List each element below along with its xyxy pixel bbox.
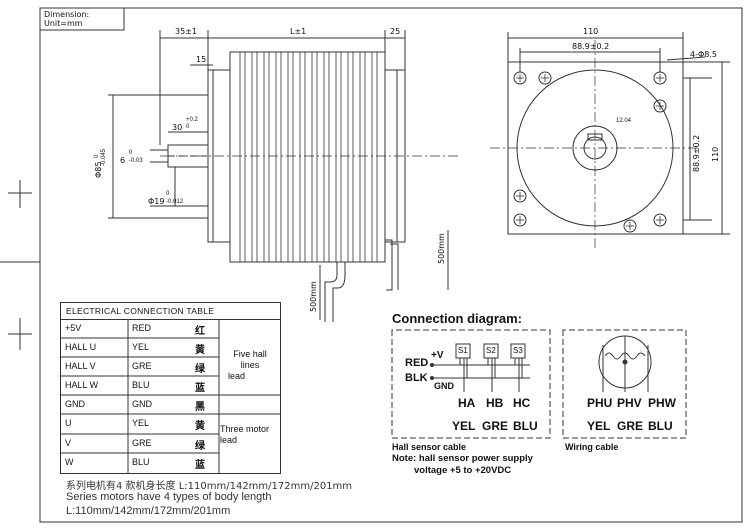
row-cn: 黄: [195, 421, 205, 432]
dim-35: 35±1: [175, 27, 197, 36]
dim-25: 25: [390, 27, 401, 36]
label-gre: GRE: [482, 419, 509, 433]
dim-30: 30: [172, 123, 183, 132]
row-color: RED: [132, 323, 152, 333]
table-row: HALL V GRE 绿: [60, 357, 217, 376]
dim-1204: 12.04: [616, 118, 632, 124]
label-yel2: YEL: [587, 419, 611, 433]
row-cn: 绿: [195, 441, 205, 452]
row-signal: U: [65, 418, 72, 428]
row-signal: W: [65, 457, 74, 467]
connection-diagram: [391, 329, 687, 439]
label-hb: HB: [486, 396, 504, 410]
group-motor: Three motor lead: [220, 424, 270, 445]
table-title: ELECTRICAL CONNECTION TABLE: [61, 303, 280, 320]
row-cn: 蓝: [195, 460, 205, 471]
outer-frame: [39, 7, 743, 523]
row-signal: GND: [65, 399, 85, 409]
table-grid: [60, 319, 281, 474]
row-cn: 绿: [195, 364, 205, 375]
row-cn: 黄: [195, 345, 205, 356]
cable-left: [324, 262, 338, 322]
motor-body: [229, 51, 386, 263]
table-row: GND GND 黑: [60, 395, 217, 414]
title-box: [39, 7, 125, 31]
label-blu2: BLU: [648, 419, 673, 433]
label-ha: HA: [458, 396, 476, 410]
row-cn: 红: [195, 326, 205, 337]
note-en2: L:110mm/142mm/172mm/201mm: [66, 505, 231, 517]
row-signal: HALL U: [65, 342, 97, 352]
dim-dia85-tol: 0: [94, 154, 100, 158]
table-row: HALL W BLU 蓝: [60, 376, 217, 395]
row-color: GND: [132, 399, 152, 409]
cable-500-left: 500mm: [309, 281, 318, 312]
dim-6-tol2: -0.03: [129, 158, 143, 164]
label-gnd: GND: [434, 381, 454, 391]
dim-6: 6: [120, 156, 126, 165]
table-row: V GRE 绿: [60, 434, 217, 453]
dim-30-tol: +0.2: [186, 117, 198, 123]
table-row: W BLU 蓝: [60, 453, 217, 472]
label-yel: YEL: [452, 419, 476, 433]
note-line2: voltage +5 to +20VDC: [414, 465, 512, 476]
label-phu: PHU: [587, 396, 613, 410]
note-cn: 系列电机有4 款机身长度 L:110mm/142mm/172mm/201mm: [66, 481, 353, 492]
connection-heading: Connection diagram:: [392, 311, 523, 326]
row-color: GRE: [132, 361, 152, 371]
row-signal: +5V: [65, 323, 82, 333]
side-view: [108, 30, 460, 322]
label-s1: S1: [458, 346, 468, 355]
label-blu: BLU: [513, 419, 538, 433]
electrical-connection-table: ELECTRICAL CONNECTION TABLE: [60, 302, 281, 474]
title-unit: Unit=mm: [44, 19, 83, 28]
dim-dia85-tol2: -0.045: [101, 148, 107, 166]
row-color: BLU: [132, 380, 150, 390]
label-phw: PHW: [648, 396, 676, 410]
row-cn: 蓝: [195, 383, 205, 394]
row-cn: 黑: [195, 402, 205, 413]
table-row: U YEL 黄: [60, 414, 217, 433]
dim-6-tol: 0: [129, 150, 133, 156]
dim-dia19-tol: 0: [166, 191, 170, 197]
label-red: RED: [405, 357, 429, 369]
dim-L: L±1: [290, 27, 307, 36]
row-signal: HALL V: [65, 361, 96, 371]
note-line1: Note: hall sensor power supply: [392, 453, 533, 464]
row-signal: V: [65, 438, 72, 448]
dim-889-top: 88.9±0.2: [572, 42, 610, 51]
table-row: +5V RED 红: [60, 319, 217, 338]
dim-889-right: 88.9±0.2: [692, 134, 701, 172]
note-en1: Series motors have 4 types of body lengt…: [66, 491, 272, 503]
wiring-caption: Wiring cable: [565, 442, 619, 452]
label-s3: S3: [513, 346, 523, 355]
hall-caption: Hall sensor cable: [392, 442, 467, 452]
dim-dia19: Φ19: [148, 197, 165, 206]
dim-110-right: 110: [711, 146, 720, 162]
row-color: BLU: [132, 457, 150, 467]
dim-110-top: 110: [583, 27, 599, 36]
front-view: [490, 32, 730, 250]
label-v5: +V: [431, 350, 444, 361]
title-dimension: Dimension:: [44, 10, 90, 19]
dim-dia19-tol2: -0.012: [166, 199, 184, 205]
group-hall: Five hall lines lead: [228, 349, 267, 381]
dim-15: 15: [196, 55, 207, 64]
label-gre2: GRE: [617, 419, 644, 433]
row-signal: HALL W: [65, 380, 99, 390]
cable-500-right: 500mm: [437, 233, 446, 264]
label-hc: HC: [513, 396, 531, 410]
label-s2: S2: [486, 346, 496, 355]
row-color: YEL: [132, 418, 150, 428]
row-color: YEL: [132, 342, 150, 352]
dim-hole: 4-Φ8.5: [690, 50, 717, 59]
label-blk: BLK: [405, 372, 428, 384]
row-color: GRE: [132, 438, 152, 448]
table-row: HALL U YEL 黄: [60, 338, 217, 357]
label-phv: PHV: [617, 396, 642, 410]
dim-30-tol2: 0: [186, 124, 190, 130]
